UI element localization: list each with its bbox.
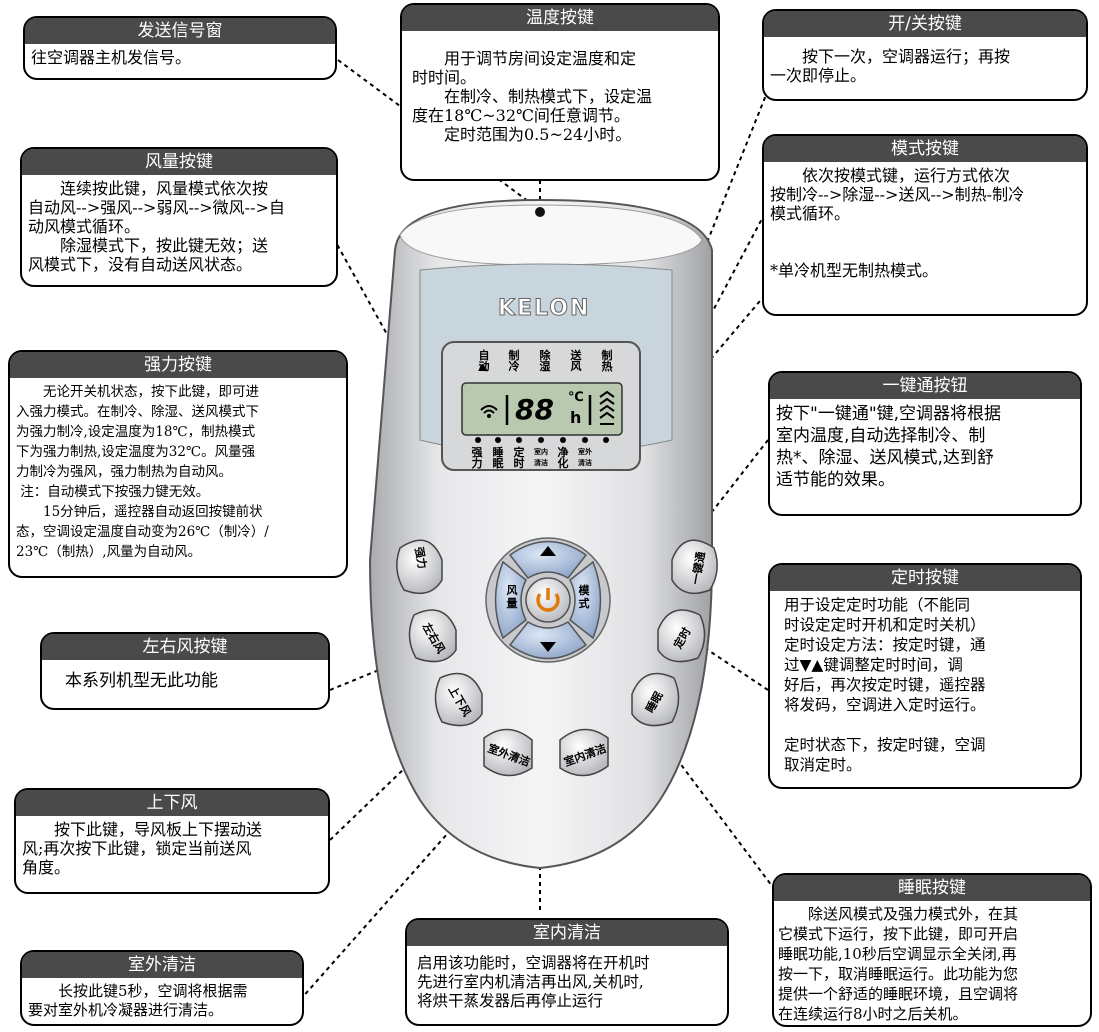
callout-text: 按下一次，空调器运行；再按 一次即停止。	[770, 47, 1011, 85]
callout-temp: 温度按键 用于调节房间设定温度和定 时时间。 在制冷、制热模式下，设定温 度在1…	[400, 3, 720, 181]
lcd-mode-label: 制 冷	[508, 349, 520, 373]
mode-shape	[569, 560, 602, 640]
callout-outdoor: 室外清洁 长按此键5秒，空调将根据需 要对室外机冷凝器进行清洁。	[20, 950, 304, 1026]
mode-button[interactable]: 模式	[578, 584, 590, 610]
lcd-mode-label: 送 风	[570, 349, 582, 373]
lcd-mode-label: 除 湿	[539, 349, 551, 373]
qiangli-shape	[396, 539, 443, 595]
shangxia-shape	[434, 672, 483, 727]
callout-sleep: 睡眠按键 除送风模式及强力模式外，在其 它模式下运行，按下此键，即可开启 睡眠功…	[772, 873, 1092, 1027]
lcd-screen	[461, 382, 623, 436]
lcd-status-label: 强 力	[471, 446, 483, 470]
callout-title: 一键通按钮	[770, 373, 1080, 399]
callout-title: 风量按键	[22, 149, 336, 175]
callout-text: 依次按模式键，运行方式依次 按制冷-->除湿-->送风-->制热-制冷 模式循环…	[770, 166, 1025, 280]
callout-text: 用于设定定时功能（不能同 时设定定时开机和定时关机） 定时设定方法：按定时键，通…	[784, 596, 986, 774]
leader-updown	[329, 714, 461, 841]
callout-timer: 定时按键 用于设定定时功能（不能同 时设定定时开机和定时关机） 定时设定方法：按…	[768, 563, 1082, 789]
lcd-unit-hour: h	[570, 408, 582, 427]
brand-logo: KELON	[497, 296, 591, 322]
callout-title: 定时按键	[770, 565, 1080, 591]
callout-title: 室外清洁	[22, 952, 302, 978]
callout-title: 发送信号窗	[25, 18, 335, 44]
fan-button[interactable]: 风量	[506, 584, 518, 610]
temp-down-shape	[508, 621, 588, 660]
lcd-mode-label: 制 热	[601, 349, 613, 373]
callout-title: 温度按键	[402, 5, 718, 31]
callout-title: 开/关按键	[764, 11, 1086, 37]
lcd-status-label: 睡 眠	[492, 446, 504, 470]
callout-text: 启用该功能时，空调器将在开机时 先进行室内机清洁再出风,关机时, 将烘干蒸发器后…	[417, 954, 650, 1010]
callout-text: 除送风模式及强力模式外，在其 它模式下运行，按下此键，即可开启 睡眠功能,10秒…	[778, 905, 1019, 1023]
leader-outdoor	[299, 779, 496, 1001]
callout-title: 模式按键	[764, 136, 1086, 162]
shinei-shape	[559, 728, 609, 777]
yijiantong-shape	[671, 539, 718, 595]
shuimian-shape	[631, 672, 680, 727]
fan-shape	[494, 560, 527, 640]
lcd-status-label: 定 时	[513, 446, 525, 470]
power-button[interactable]	[534, 586, 562, 614]
temp-up-shape	[508, 540, 588, 579]
lcd-status-label: 室外 清洁	[578, 448, 592, 467]
callout-title: 强力按键	[10, 352, 346, 378]
callout-updown: 上下风 按下此键，导风板上下摆动送 风;再次按下此键，锁定当前送风 角度。	[14, 788, 330, 894]
callout-fan: 风量按键 连续按此键，风量模式依次按 自动风-->强风-->弱风-->微风-->…	[20, 147, 338, 287]
lcd-unit-celsius: ℃	[568, 390, 584, 405]
callout-text: 用于调节房间设定温度和定 时时间。 在制冷、制热模式下，设定温 度在18℃~32…	[412, 49, 653, 144]
callout-mode: 模式按键 依次按模式键，运行方式依次 按制冷-->除湿-->送风-->制热-制冷…	[762, 134, 1088, 316]
callout-leftright: 左右风按键 本系列机型无此功能	[40, 632, 330, 710]
callout-text: 长按此键5秒，空调将根据需 要对室外机冷凝器进行清洁。	[28, 982, 248, 1019]
callout-text: 往空调器主机发信号。	[31, 48, 192, 67]
callout-title: 室内清洁	[407, 920, 727, 946]
callout-text: 按下"一键通"键,空调器将根据 室内温度,自动选择制冷、制 热*、除湿、送风模式…	[776, 404, 1002, 490]
zuoyou-shape	[408, 609, 457, 663]
lcd-status-label: 室内 清洁	[534, 448, 548, 467]
callout-onekey: 一键通按钮 按下"一键通"键,空调器将根据 室内温度,自动选择制冷、制 热*、除…	[768, 371, 1082, 516]
callout-power: 开/关按键 按下一次，空调器运行；再按 一次即停止。	[762, 9, 1088, 101]
lcd-status-label: 净 化	[557, 446, 569, 470]
callout-title: 左右风按键	[42, 634, 328, 660]
temp-up-button[interactable]	[534, 548, 562, 566]
callout-title: 上下风	[16, 790, 328, 816]
lcd-mode-label: 自 动	[478, 349, 490, 373]
callout-text: 本系列机型无此功能	[48, 671, 218, 691]
callout-title: 睡眠按键	[774, 875, 1090, 901]
signal-window-dot	[535, 207, 545, 217]
callout-text: 无论开关机状态，按下此键，即可进 入强力模式。在制冷、除湿、送风模式下 为强力制…	[16, 384, 269, 560]
temp-down-button[interactable]	[534, 634, 562, 652]
callout-text: 按下此键，导风板上下摆动送 风;再次按下此键，锁定当前送风 角度。	[22, 820, 263, 877]
lcd-digits: 88	[515, 393, 554, 426]
callout-indoor: 室内清洁 启用该功能时，空调器将在开机时 先进行室内机清洁再出风,关机时, 将烘…	[405, 918, 729, 1026]
callout-strong: 强力按键 无论开关机状态，按下此键，即可进 入强力模式。在制冷、除湿、送风模式下…	[8, 350, 348, 578]
callout-send-window: 发送信号窗 往空调器主机发信号。	[23, 16, 337, 80]
callout-text: 连续按此键，风量模式依次按 自动风-->强风-->弱风-->微风-->自 动风模…	[28, 179, 285, 274]
shiwai-shape	[483, 728, 533, 777]
leader-send-window	[337, 59, 541, 211]
dingshi-shape	[657, 609, 706, 663]
